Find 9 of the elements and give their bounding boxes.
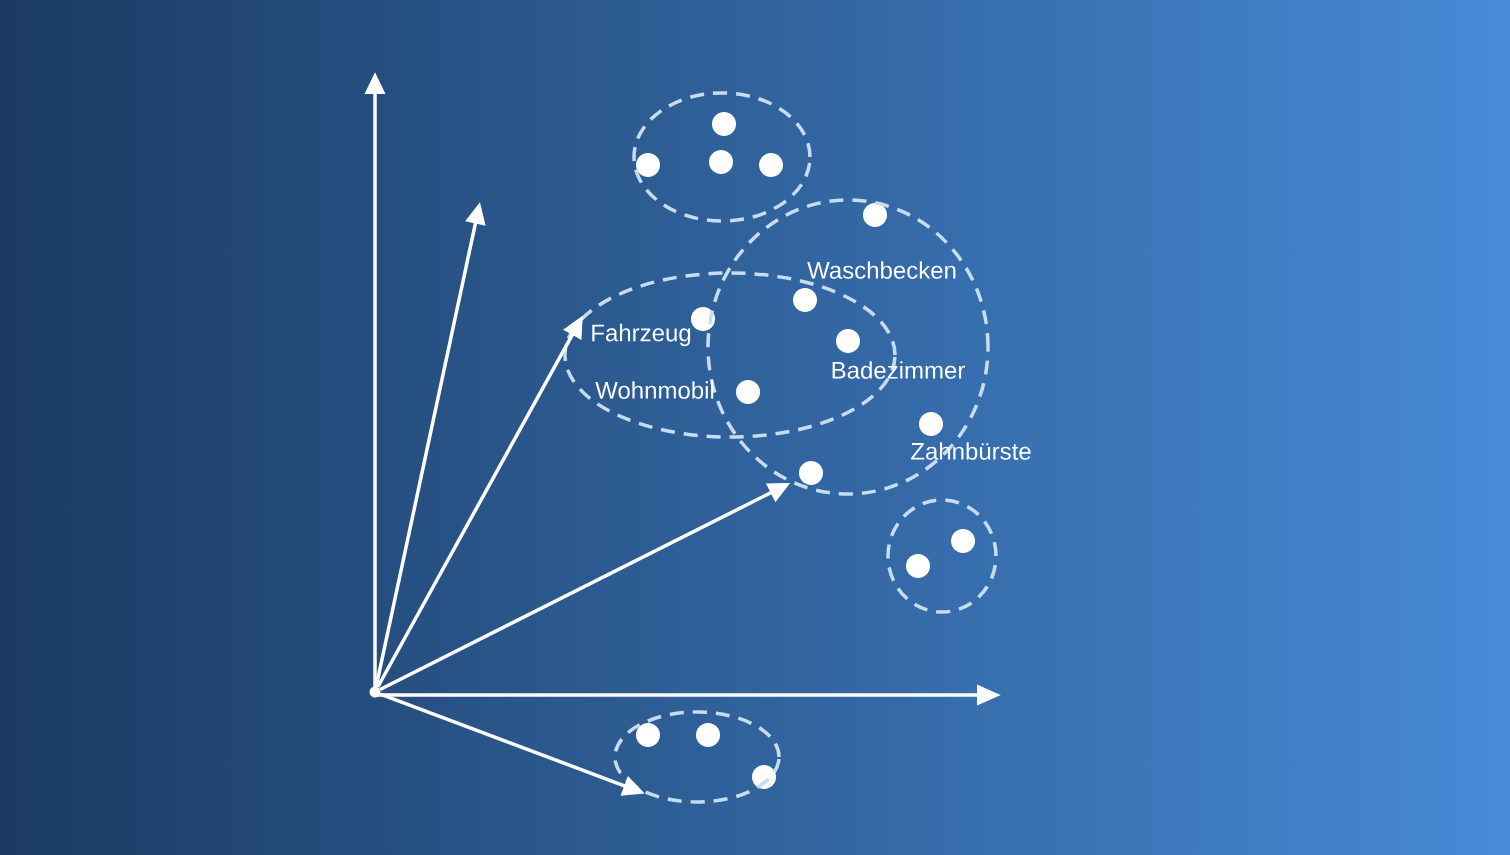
point-label: Waschbecken [807,261,956,279]
cluster-ellipse [886,498,998,614]
point-label: Wohnmobil [595,381,714,399]
point-label: Fahrzeug [592,323,691,347]
point-label: Zahnbürste [911,442,1031,460]
cluster-ellipse [613,710,781,804]
point-label: Badezimmer [832,361,965,379]
cluster-ellipse [632,91,812,223]
origin-point [369,686,381,698]
